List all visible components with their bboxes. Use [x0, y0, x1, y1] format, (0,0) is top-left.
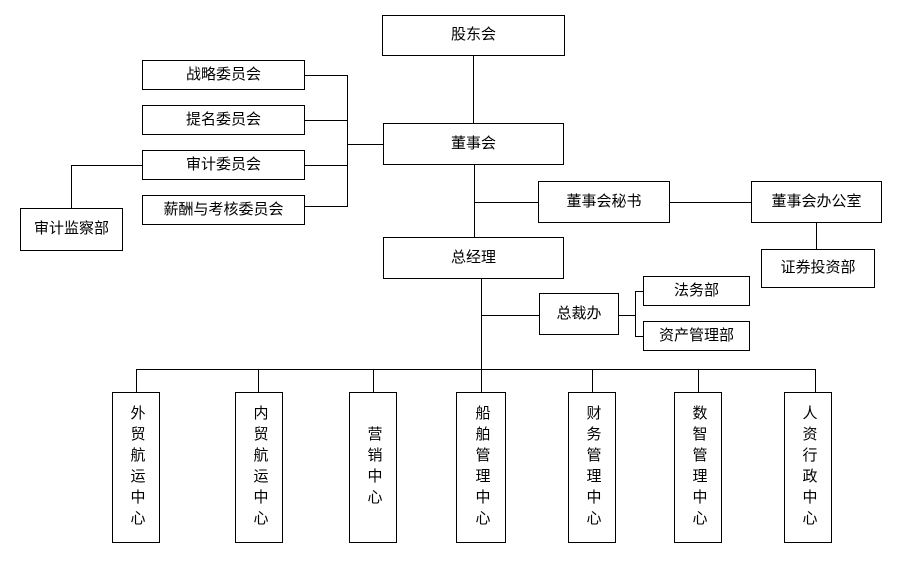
- drop-foreign-trade: [136, 369, 137, 392]
- node-label: 数智管理中心: [690, 404, 707, 531]
- edge-gm-trunk: [481, 279, 482, 369]
- edge-office-securities: [816, 223, 817, 249]
- node-label: 股东会: [450, 27, 496, 43]
- edge-legal-dept: [635, 291, 643, 292]
- node-label: 董事会办公室: [771, 193, 862, 210]
- node-audit-supervision-dept: 审计监察部: [20, 208, 123, 251]
- node-label: 总经理: [450, 249, 496, 266]
- node-board-of-directors: 董事会: [383, 123, 564, 165]
- node-label: 船舶管理中心: [473, 404, 490, 531]
- node-label: 董事会秘书: [566, 193, 642, 210]
- node-label: 审计监察部: [33, 221, 109, 237]
- node-label: 外贸航运中心: [128, 404, 145, 531]
- node-asset-management-dept: 资产管理部: [643, 321, 750, 351]
- node-foreign-trade-shipping-center: 外贸航运中心: [112, 392, 160, 543]
- node-securities-investment-dept: 证券投资部: [761, 249, 875, 288]
- node-label: 审计委员会: [185, 156, 261, 173]
- node-ship-management-center: 船舶管理中心: [456, 392, 506, 543]
- node-label: 提名委员会: [185, 111, 261, 128]
- edge-audit-supervision-drop: [71, 165, 72, 208]
- node-remuneration-assessment-committee: 薪酬与考核委员会: [142, 195, 305, 225]
- edge-nomination-committee: [305, 120, 347, 121]
- node-strategy-committee: 战略委员会: [142, 60, 305, 90]
- edge-strategy-committee: [305, 75, 347, 76]
- node-president-office: 总裁办: [539, 293, 619, 335]
- node-audit-committee: 审计委员会: [142, 150, 305, 180]
- drop-finance-management: [592, 369, 593, 392]
- node-finance-management-center: 财务管理中心: [568, 392, 616, 543]
- president-bracket-line: [635, 291, 636, 337]
- node-label: 证券投资部: [780, 260, 856, 276]
- edge-remuneration-committee: [305, 206, 347, 207]
- edge-board-secretary: [474, 202, 538, 203]
- edge-shareholders-board: [473, 55, 474, 123]
- node-nomination-committee: 提名委员会: [142, 105, 305, 135]
- edge-secretary-office: [670, 202, 751, 203]
- node-legal-dept: 法务部: [643, 276, 750, 306]
- drop-hr-admin: [815, 369, 816, 392]
- drop-digital-management: [698, 369, 699, 392]
- drop-marketing: [373, 369, 374, 392]
- node-board-office: 董事会办公室: [751, 181, 882, 223]
- node-label: 董事会: [450, 135, 496, 152]
- node-domestic-trade-shipping-center: 内贸航运中心: [235, 392, 283, 543]
- edge-bus-board: [347, 144, 383, 145]
- node-general-manager: 总经理: [383, 237, 564, 279]
- distribution-line: [136, 369, 816, 370]
- node-board-secretary: 董事会秘书: [538, 181, 670, 223]
- node-label: 财务管理中心: [584, 404, 601, 531]
- node-label: 总裁办: [556, 305, 602, 322]
- node-label: 法务部: [673, 282, 719, 299]
- drop-ship-management: [481, 369, 482, 392]
- edge-audit-committee: [305, 165, 347, 166]
- edge-board-general-manager: [474, 165, 475, 237]
- edge-president-office-right: [619, 315, 635, 316]
- node-marketing-center: 营销中心: [349, 392, 397, 543]
- node-label: 营销中心: [365, 425, 382, 510]
- node-label: 薪酬与考核委员会: [163, 201, 284, 218]
- node-shareholders-meeting: 股东会: [382, 15, 565, 56]
- node-label: 战略委员会: [185, 66, 261, 83]
- drop-domestic-trade: [258, 369, 259, 392]
- node-hr-admin-center: 人资行政中心: [784, 392, 832, 543]
- node-label: 内贸航运中心: [251, 404, 268, 531]
- committee-bus-line: [347, 75, 348, 207]
- edge-asset-dept: [635, 336, 643, 337]
- node-label: 资产管理部: [658, 327, 734, 344]
- edge-audit-committee-left: [71, 165, 142, 166]
- node-digital-intelligence-management-center: 数智管理中心: [674, 392, 722, 543]
- edge-gm-president-office: [481, 315, 539, 316]
- node-label: 人资行政中心: [800, 404, 817, 531]
